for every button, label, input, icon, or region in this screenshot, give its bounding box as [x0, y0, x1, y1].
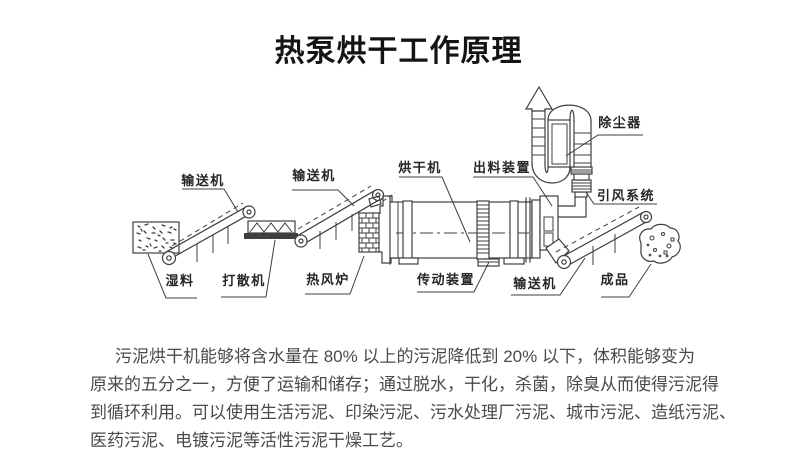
belt-return-line	[555, 206, 640, 253]
support-base	[503, 257, 525, 265]
hot-air-furnace	[358, 212, 381, 253]
support-base	[398, 257, 419, 265]
leader-conveyor-out	[511, 257, 586, 296]
paragraph-line: 医药污泥、电镀污泥等活性污泥干燥工艺。	[90, 431, 413, 450]
belt-line	[301, 199, 380, 246]
fan-flange	[573, 173, 590, 181]
label-breaker: 打散机	[222, 273, 266, 288]
page-title: 热泵烘干工作原理	[274, 35, 523, 68]
label-hot-air-furnace: 热风炉	[306, 272, 350, 287]
belt-return-line	[171, 202, 244, 247]
leader-conveyor-2	[292, 189, 355, 207]
breaker-machine	[244, 220, 298, 239]
drum-support-ring	[509, 200, 519, 260]
label-transmission: 传动装置	[416, 272, 475, 287]
dust-collector-inner	[551, 123, 568, 165]
label-discharge-device: 出料装置	[473, 160, 531, 175]
label-induced-draft-system: 引风系统	[597, 188, 655, 203]
feed-conveyor-1	[161, 202, 256, 266]
description-paragraph: 污泥烘干机能够将含水量在 80% 以上的污泥降低到 20% 以下，体积能够变为 …	[90, 343, 790, 455]
belt-line	[564, 220, 649, 268]
top-bend-inner	[569, 109, 575, 122]
leader-dust-collector	[565, 134, 643, 157]
discharge-inner-detail	[543, 216, 554, 232]
conveyor-legs	[196, 226, 229, 262]
breaker-teeth	[249, 222, 293, 233]
output-conveyor	[555, 206, 653, 270]
bottom-bend-inner	[544, 162, 549, 174]
belt-line	[165, 206, 247, 253]
pipe-flanges	[574, 132, 591, 164]
leader-draft-system	[585, 191, 657, 205]
bellows-lines	[572, 182, 591, 190]
paragraph-line: 原来的五分之一，方便了运输和储存；通过脱水，干化，杀菌，除臭从而使得污泥得	[90, 375, 719, 394]
feed-head-hidden-line	[382, 192, 396, 202]
fan-flange	[574, 191, 588, 198]
roller-hub-icon	[298, 238, 304, 244]
leader-product	[601, 263, 652, 298]
belt-line	[559, 212, 643, 259]
leader-wet-material	[147, 253, 197, 299]
bottom-bend-outer	[531, 162, 571, 184]
drum-girth-gear	[476, 200, 490, 260]
label-wet-material: 湿料	[165, 273, 194, 288]
roller-hub-icon	[561, 259, 567, 265]
leader-dryer	[399, 176, 471, 243]
label-finished-product: 成品	[600, 272, 629, 287]
fan-band-lines	[571, 169, 592, 173]
breaker-base	[244, 233, 298, 239]
dust-collector-body	[547, 119, 571, 168]
wet-material-pile	[132, 221, 180, 254]
gear-teeth	[477, 204, 489, 254]
belt-line	[296, 190, 375, 237]
product-marks	[646, 232, 675, 258]
product-blob	[639, 223, 681, 264]
leader-conveyor-1	[182, 188, 239, 213]
label-dust-collector: 除尘器	[598, 115, 642, 130]
leader-breaker	[221, 239, 276, 298]
label-dryer: 烘干机	[398, 160, 442, 175]
label-conveyor-1: 输送机	[181, 173, 225, 188]
drum-end-cap	[531, 199, 541, 259]
roller-hub-icon	[643, 214, 649, 220]
drum-support-ring	[402, 200, 413, 260]
label-conveyor-2: 输送机	[292, 168, 336, 183]
paragraph-line: 到循环利用。可以使用生活污泥、印染污泥、污水处理厂污泥、城市污泥、造纸污泥、	[90, 403, 736, 422]
drum-end-rings	[525, 197, 531, 263]
stack-flanges	[532, 118, 545, 156]
induced-draft-fan	[557, 166, 593, 218]
dust-collector-assembly	[531, 104, 592, 184]
exhaust-arrow-icon	[524, 85, 554, 112]
roller-hub-icon	[246, 209, 252, 215]
label-conveyor-out: 输送机	[513, 276, 557, 291]
wet-material-speckles	[136, 223, 177, 252]
leader-transmission	[417, 261, 490, 293]
exhaust-stack	[524, 85, 554, 164]
roller-hub-icon	[166, 255, 172, 261]
dryer-drum	[379, 192, 541, 267]
paragraph-line: 污泥烘干机能够将含水量在 80% 以上的污泥降低到 20% 以下，体积能够变为	[115, 347, 695, 366]
conveyor-legs	[319, 214, 353, 249]
top-bend-outer	[547, 104, 592, 122]
feed-chute	[368, 195, 382, 208]
product-pile	[639, 223, 681, 264]
elbow-pipe	[557, 196, 576, 207]
leader-discharge	[473, 176, 553, 207]
elbow-pipe	[557, 196, 587, 218]
leader-furnace	[305, 255, 365, 295]
belt-line	[169, 213, 251, 260]
process-diagram: 输送机 输送机 烘干机 出料装置 除尘器 引风系统 湿料 打散机 热风炉 传动装…	[132, 85, 681, 299]
furnace-brick-pattern	[359, 213, 379, 252]
leader-lines	[147, 134, 657, 299]
conveyor-legs	[592, 234, 616, 265]
feed-conveyor-2	[294, 185, 385, 249]
